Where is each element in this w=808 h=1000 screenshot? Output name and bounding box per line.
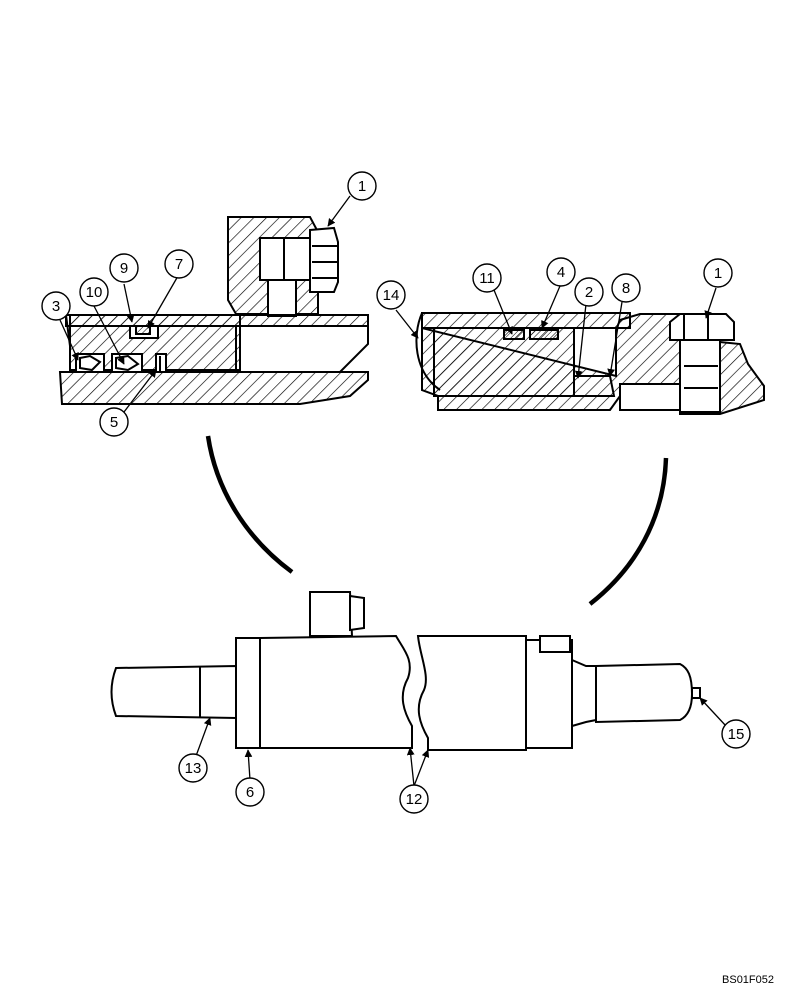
rod-left <box>110 664 237 720</box>
callout-9: 9 <box>109 253 139 283</box>
drawing-reference-code: BS01F052 <box>722 974 774 986</box>
callout-2: 2 <box>574 277 604 307</box>
left-section-view <box>58 216 369 405</box>
callout-13: 13 <box>178 753 208 783</box>
callout-label: 4 <box>557 264 565 281</box>
right-connector-arc <box>588 457 669 606</box>
piston-rod <box>58 371 369 405</box>
callout-label: 11 <box>479 270 495 287</box>
callout-15: 15 <box>721 719 751 749</box>
callout-label: 12 <box>406 791 423 808</box>
callout-label: 9 <box>120 260 128 277</box>
clevis-right <box>595 662 694 724</box>
callout-label: 15 <box>728 726 745 743</box>
callout-label: 14 <box>383 287 400 304</box>
barrel-left <box>259 634 413 749</box>
cylinder-assembly <box>110 591 701 751</box>
base-end <box>525 639 573 749</box>
callout-14: 14 <box>376 280 406 310</box>
callout-label: 13 <box>185 760 202 777</box>
callout-label: 7 <box>175 256 183 273</box>
rod-right <box>571 658 597 728</box>
right-section-view <box>415 312 765 415</box>
callout-7: 7 <box>164 249 194 279</box>
callout-10: 10 <box>79 277 109 307</box>
callout-label: 1 <box>714 265 722 282</box>
left-connector-arc <box>205 435 294 574</box>
callout-8: 8 <box>611 273 641 303</box>
callout-11: 11 <box>472 263 502 293</box>
callout-label: 5 <box>110 414 118 431</box>
callout-4: 4 <box>546 257 576 287</box>
callout-label: 6 <box>246 784 254 801</box>
port-fitting-right <box>669 313 735 341</box>
barrel-right <box>416 635 527 751</box>
callout-label: 1 <box>358 178 366 195</box>
callout-1-right: 1 <box>703 258 733 288</box>
callout-12: 12 <box>399 784 429 814</box>
port-boss <box>309 591 354 637</box>
callout-6: 6 <box>235 777 265 807</box>
callout-label: 2 <box>585 284 593 301</box>
callout-label: 3 <box>52 298 60 315</box>
callout-5: 5 <box>99 407 129 437</box>
leader-lines <box>59 195 727 787</box>
callout-1-top: 1 <box>347 171 377 201</box>
port-fitting <box>309 226 339 293</box>
barrel-wall-right <box>421 312 631 329</box>
callout-3: 3 <box>41 291 71 321</box>
head-gland <box>235 637 261 749</box>
callout-label: 10 <box>86 284 103 301</box>
callout-label: 8 <box>622 280 630 297</box>
